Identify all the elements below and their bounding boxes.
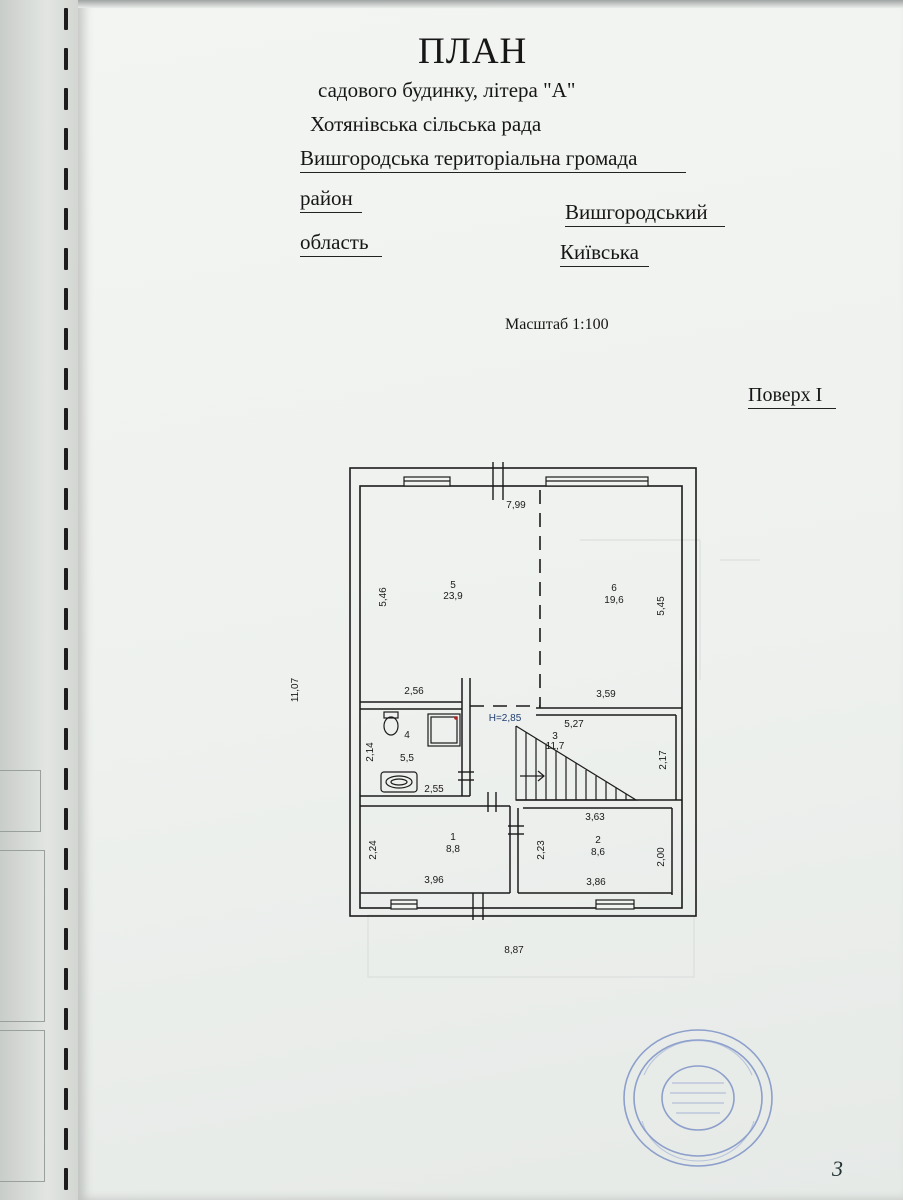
binding-ring (64, 728, 68, 750)
region-label: область (300, 230, 382, 257)
room-6-area: 19,6 (604, 595, 624, 606)
bathroom-fixtures (380, 711, 461, 793)
page-shadow (78, 0, 903, 8)
binding-ring (64, 8, 68, 30)
binding-ring (64, 328, 68, 350)
binding-ring (64, 528, 68, 550)
spiral-binding (60, 0, 74, 1200)
overall-width-dim: 8,87 (504, 945, 524, 956)
outer-wall-interior (359, 485, 683, 909)
left-page-table-fragment (0, 770, 41, 832)
room-1-area: 8,8 (446, 844, 460, 855)
room-3-width-dim: 5,27 (564, 719, 584, 730)
page-number: 3 (832, 1156, 843, 1181)
binding-ring (64, 568, 68, 590)
previous-page-edge (0, 0, 78, 1200)
binding-ring (64, 928, 68, 950)
room-5-number: 5 (450, 580, 456, 591)
room-2-number: 2 (595, 835, 601, 846)
room-2-height-dim: 2,23 (536, 840, 547, 860)
outer-wall-exterior (349, 467, 697, 917)
scale-label: Масштаб 1:100 (505, 316, 609, 333)
room-5-width-dim: 2,56 (404, 686, 424, 697)
room-4-number: 4 (404, 730, 410, 741)
binding-ring (64, 848, 68, 870)
bathtub (380, 771, 418, 793)
binding-ring (64, 1128, 68, 1150)
binding-ring (64, 1088, 68, 1110)
room-5-area: 23,9 (443, 591, 463, 602)
bleed-through-lines (367, 539, 760, 978)
room-6-number: 6 (611, 583, 617, 594)
binding-ring (64, 1168, 68, 1190)
room-3-bottom-dim: 3,63 (585, 812, 605, 823)
binding-ring (64, 448, 68, 470)
binding-ring (64, 48, 68, 70)
binding-ring (64, 608, 68, 630)
overall-length-dim: 7,99 (506, 500, 526, 511)
room-6-height-dim: 5,45 (656, 596, 667, 616)
room-4-area: 5,5 (400, 753, 414, 764)
plan-subtitle: садового будинку, літера "А" (318, 78, 576, 102)
district-label: район (300, 186, 362, 213)
official-seal (623, 1029, 773, 1167)
overall-length-side-dim: 11,07 (290, 677, 301, 702)
left-page-table-fragment (0, 1030, 45, 1182)
community-name: Вишгородська територіальна громада (300, 146, 686, 173)
room-4-width-dim: 2,55 (424, 784, 444, 795)
binding-ring (64, 888, 68, 910)
room-2-side-dim: 2,00 (656, 847, 667, 867)
binding-ring (64, 488, 68, 510)
toilet-tank (383, 711, 399, 719)
region-value: Київська (560, 240, 649, 267)
room-3-area: 11,7 (546, 741, 565, 752)
room-6-width-dim: 3,59 (596, 689, 616, 700)
shower-cabin (427, 713, 461, 747)
binding-ring (64, 128, 68, 150)
room-4-height-dim: 2,14 (365, 742, 376, 762)
toilet-bowl (383, 716, 399, 736)
binding-ring (64, 768, 68, 790)
ceiling-height-mark: H=2,85 (489, 713, 522, 724)
room-1-width-dim: 3,96 (424, 875, 444, 886)
room-2-width-dim: 3,86 (586, 877, 606, 888)
binding-ring (64, 408, 68, 430)
binding-ring (64, 88, 68, 110)
room-1-height-dim: 2,24 (368, 840, 379, 860)
binding-ring (64, 648, 68, 670)
binding-ring (64, 688, 68, 710)
room-5-height-dim: 5,46 (378, 587, 389, 607)
binding-ring (64, 288, 68, 310)
district-value: Вишгородський (565, 200, 725, 227)
binding-ring (64, 248, 68, 270)
council-name: Хотянівська сільська рада (310, 112, 542, 136)
room-1-number: 1 (450, 832, 456, 843)
room-3-number: 3 (552, 731, 558, 742)
binding-ring (64, 1008, 68, 1030)
document-page (78, 0, 903, 1200)
left-page-table-fragment (0, 850, 45, 1022)
dashed-partitions (470, 490, 541, 708)
binding-ring (64, 368, 68, 390)
staircase (515, 725, 639, 801)
binding-ring (64, 1048, 68, 1070)
floor-label: Поверх I (748, 384, 836, 409)
room-3-height-dim: 2,17 (658, 750, 669, 770)
door-marks (458, 771, 524, 835)
binding-ring (64, 168, 68, 190)
binding-ring (64, 208, 68, 230)
binding-ring (64, 808, 68, 830)
binding-ring (64, 968, 68, 990)
room-2-area: 8,6 (591, 847, 605, 858)
plan-title: ПЛАН (418, 31, 528, 72)
